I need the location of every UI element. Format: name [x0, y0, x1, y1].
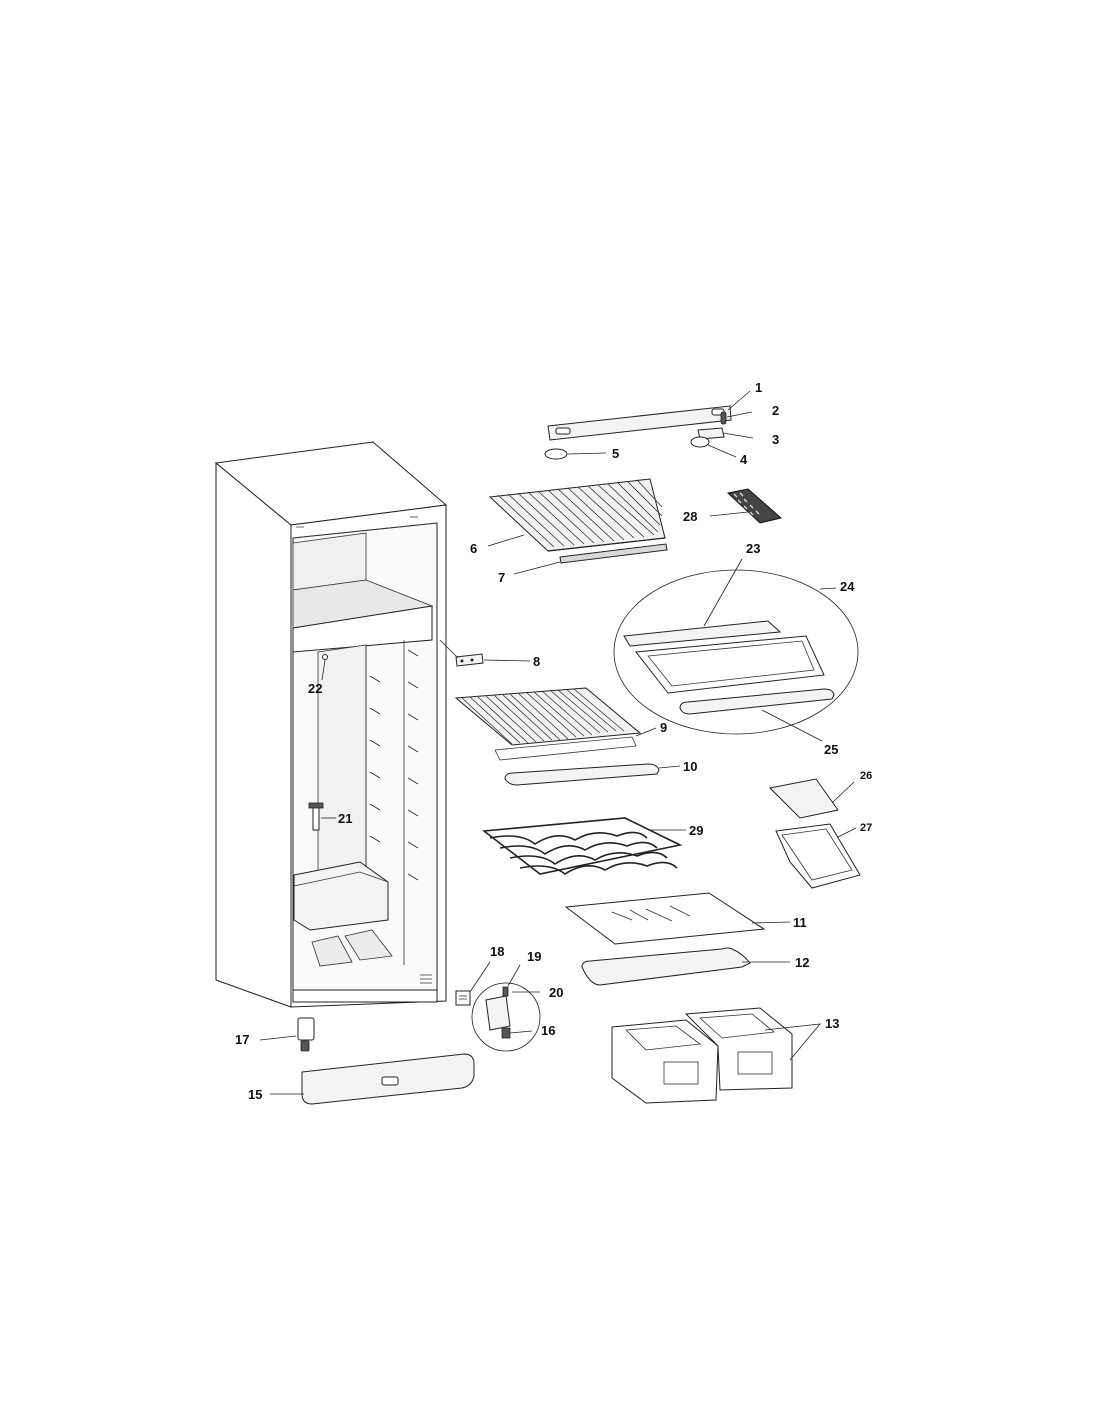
label-part-4: 4 — [740, 452, 748, 467]
label-part-20: 20 — [549, 985, 563, 1000]
label-part-7: 7 — [498, 570, 505, 585]
label-part-28: 28 — [683, 509, 697, 524]
part-12-crisper-frame — [581, 947, 790, 986]
part-number-labels: 1 2 3 4 5 6 7 8 9 10 11 12 13 15 16 17 1… — [235, 380, 872, 1102]
label-part-1: 1 — [755, 380, 762, 395]
part-15-base-grille — [270, 1053, 475, 1105]
part-5-lamp-cover — [544, 448, 607, 460]
label-part-8: 8 — [533, 654, 540, 669]
part-18-cover — [455, 961, 491, 1006]
label-part-2: 2 — [772, 403, 779, 418]
part-17-hinge — [259, 1017, 315, 1052]
part-27-bin — [775, 823, 861, 889]
label-part-18: 18 — [490, 944, 504, 959]
part-22-screw — [322, 654, 328, 660]
label-part-23: 23 — [746, 541, 760, 556]
part-28-ice-tray — [709, 488, 783, 524]
part-3-switch — [697, 427, 754, 440]
part-7-shelf-trim — [513, 543, 668, 575]
label-part-25: 25 — [824, 742, 838, 757]
refrigerator-cabinet — [214, 441, 448, 1008]
part-10-shelf-trim — [504, 763, 681, 786]
label-part-29: 29 — [689, 823, 703, 838]
label-part-27: 27 — [860, 822, 872, 834]
label-part-10: 10 — [683, 759, 697, 774]
part-4-button — [690, 436, 737, 458]
part-29-wine-rack — [481, 817, 686, 875]
part-2-bulb — [720, 411, 753, 425]
part-1-top-panel — [547, 390, 751, 441]
label-part-17: 17 — [235, 1032, 249, 1047]
label-part-9: 9 — [660, 720, 667, 735]
label-part-6: 6 — [470, 541, 477, 556]
label-part-19: 19 — [527, 949, 541, 964]
part-8-bracket — [439, 639, 531, 667]
shelf-supports — [369, 649, 419, 881]
label-part-12: 12 — [795, 955, 809, 970]
part-13-crisper-drawers — [611, 1007, 821, 1104]
label-part-13: 13 — [825, 1016, 839, 1031]
label-part-5: 5 — [612, 446, 619, 461]
part-21-probe — [308, 802, 336, 831]
label-part-11: 11 — [793, 915, 807, 930]
label-part-26: 26 — [860, 770, 872, 782]
label-part-15: 15 — [248, 1087, 262, 1102]
part-11-glass-shelf — [564, 892, 791, 945]
label-part-22: 22 — [308, 681, 322, 696]
part-9-wire-shelf — [454, 687, 657, 761]
label-part-3: 3 — [772, 432, 779, 447]
label-part-21: 21 — [338, 811, 352, 826]
part-6-freezer-wire-shelf — [487, 478, 666, 552]
part-26-cover — [768, 778, 855, 819]
part-19-hinge-assembly — [471, 964, 541, 1052]
label-part-24: 24 — [840, 579, 855, 594]
label-part-16: 16 — [541, 1023, 555, 1038]
part-24-shelf-assembly — [613, 558, 859, 742]
